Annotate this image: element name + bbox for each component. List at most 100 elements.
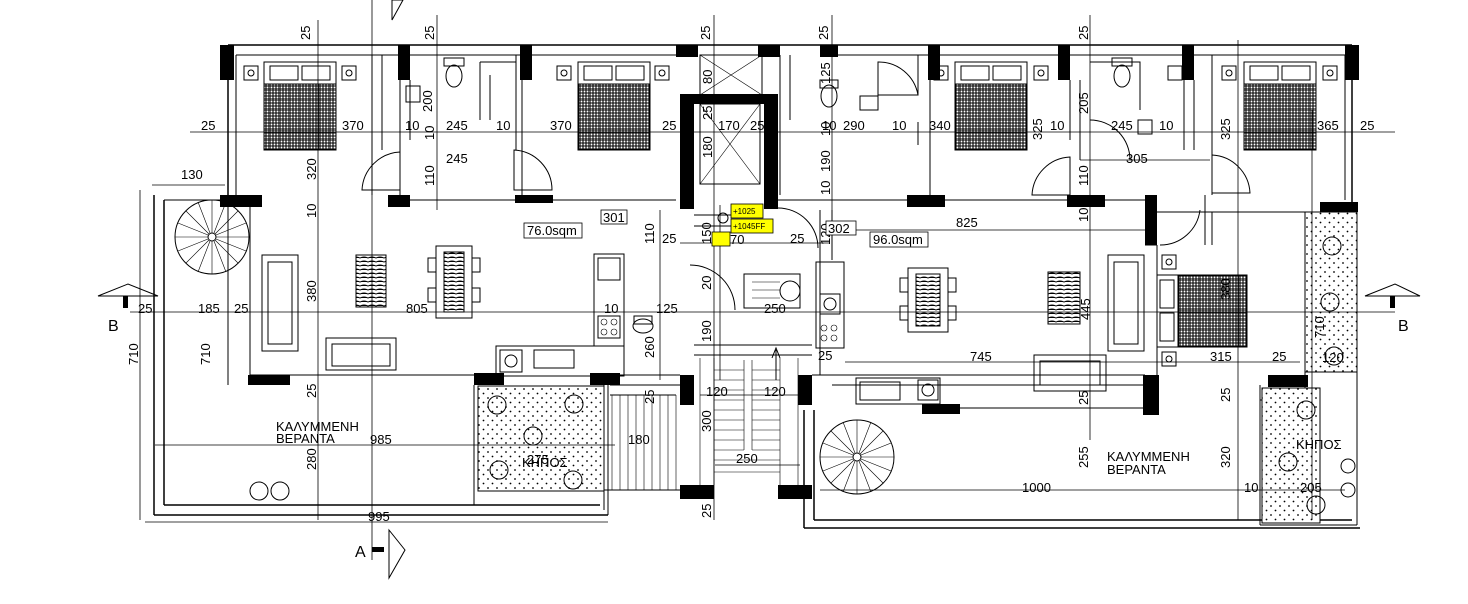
text-labels: 25 25 25 25 25 25 370 10 245 10 370 25 1… [108, 26, 1409, 561]
dim-text: 340 [929, 118, 951, 133]
garden-left [477, 385, 605, 492]
dim-text: 25 [816, 26, 831, 40]
dim-text: 185 [198, 301, 220, 316]
dim-text: 20 [699, 276, 714, 290]
dim-text: 25 [1218, 388, 1233, 402]
dim-text: 290 [843, 118, 865, 133]
section-marker-icon [97, 0, 1421, 580]
dim-text: 25 [700, 106, 715, 120]
area-label-right: 96.0sqm [873, 232, 923, 247]
sofa-icon [261, 254, 1145, 392]
dim-text: 25 [750, 118, 764, 133]
dim-text: 445 [1078, 298, 1093, 320]
dim-text: 710 [1312, 316, 1327, 338]
dim-text: 25 [790, 231, 804, 246]
unit-number-left: 301 [603, 210, 625, 225]
toilet-icon [819, 79, 839, 108]
dim-text: 745 [970, 349, 992, 364]
dim-text: 10 [1244, 480, 1258, 495]
dim-text: 110 [642, 223, 657, 244]
dim-text: 325 [1218, 118, 1233, 140]
area-label-left: 76.0sqm [527, 223, 577, 238]
spiral-stair-icon [174, 199, 250, 275]
toilet-icon [1111, 57, 1133, 88]
dim-text: 10 [818, 181, 833, 195]
unit-number-right: 302 [828, 221, 850, 236]
dim-text: 25 [642, 390, 657, 404]
dim-text: 130 [181, 167, 203, 182]
dim-text: 25 [698, 26, 713, 40]
dim-text: 120 [764, 384, 786, 399]
dim-text: 25 [699, 504, 714, 518]
spiral-stair-icon [819, 419, 895, 495]
garden-right [1261, 211, 1358, 524]
dim-text: 125 [656, 301, 678, 316]
level-tag: +1025 [733, 207, 756, 216]
dim-text: 10 [1050, 118, 1064, 133]
dim-text: 315 [1210, 349, 1232, 364]
dim-text: 245 [446, 151, 468, 166]
dim-text: 25 [1076, 391, 1091, 405]
dim-text: 380 [304, 280, 319, 302]
garden-label-left: ΚΗΠΟΣ [522, 455, 568, 470]
section-label-b-right: B [1398, 318, 1409, 335]
veranda-label-right: ΚΑΛΥΜΜΕΝΗ [1107, 449, 1190, 464]
dim-text: 25 [818, 348, 832, 363]
dim-text: 380 [1218, 278, 1233, 300]
dim-text: 120 [706, 384, 728, 399]
dim-text: 70 [730, 232, 744, 247]
dim-text: 180 [628, 432, 650, 447]
dim-text: 275 [527, 452, 549, 467]
bed-icon [1156, 254, 1248, 367]
dim-text: 300 [699, 410, 714, 432]
dim-text: 710 [198, 343, 213, 365]
dim-text: 320 [1218, 446, 1233, 468]
veranda-label-left: ΚΑΛΥΜΜΕΝΗ [276, 419, 359, 434]
dim-text: 120 [1322, 350, 1344, 365]
dim-text: 305 [1126, 151, 1148, 166]
veranda-label-left: ΒΕΡΑΝΤΑ [276, 431, 335, 446]
planter-icon [249, 481, 290, 501]
dim-text: 1000 [1022, 480, 1051, 495]
dim-text: 250 [736, 451, 758, 466]
dim-text: 10 [1159, 118, 1173, 133]
dim-text: 320 [304, 158, 319, 180]
dim-text: 190 [699, 320, 714, 342]
dim-text: 80 [700, 70, 715, 84]
dim-text: 170 [718, 118, 740, 133]
dining-table-icon [427, 245, 957, 333]
wheelchair-icon [743, 273, 801, 309]
sink-icon [405, 65, 1183, 135]
dim-text: 370 [550, 118, 572, 133]
dim-text: 10 [1076, 208, 1091, 222]
dim-text: 10 [822, 118, 836, 133]
dim-text: 10 [422, 126, 437, 140]
dim-text: 150 [699, 222, 714, 244]
dim-text: 245 [1111, 118, 1133, 133]
dim-text: 125 [818, 62, 833, 84]
dim-text: 365 [1317, 118, 1339, 133]
dim-text: 205 [1300, 480, 1322, 495]
bed-icon [243, 61, 357, 151]
dim-text: 200 [420, 90, 435, 112]
dim-text: 190 [818, 150, 833, 172]
dim-text: 825 [956, 215, 978, 230]
dim-text: 370 [342, 118, 364, 133]
dim-text: 10 [405, 118, 419, 133]
kitchen [495, 253, 941, 405]
dim-text: 255 [1076, 446, 1091, 468]
dim-text: 10 [818, 122, 833, 136]
dim-text: 25 [201, 118, 215, 133]
dim-text: 25 [1076, 26, 1091, 40]
dim-text: 25 [422, 26, 437, 40]
dim-text: 260 [642, 336, 657, 358]
dim-text: 25 [1272, 349, 1286, 364]
level-tag-icon [711, 203, 774, 247]
doors [361, 61, 1251, 311]
dim-text: 110 [1076, 165, 1091, 186]
dim-text: 180 [700, 136, 715, 158]
level-tag: +1045FF [733, 222, 765, 231]
left-stair [604, 395, 680, 491]
dim-text: 10 [496, 118, 510, 133]
section-label-a: A [355, 544, 366, 561]
